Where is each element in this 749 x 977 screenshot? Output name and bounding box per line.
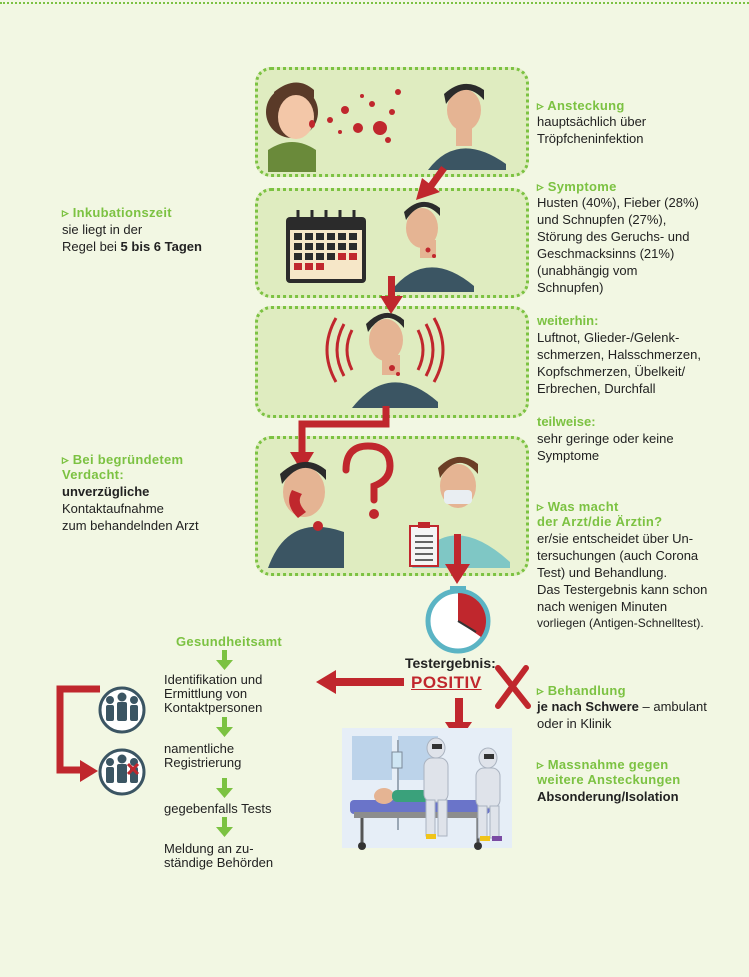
question-mark-icon [342, 442, 394, 519]
treatment-bold: je nach Schwere [537, 699, 639, 714]
step-line: Registrierung [164, 755, 242, 770]
doctor-line: nach wenigen Minuten [537, 599, 668, 614]
cross-icon [495, 665, 531, 709]
incubation-prefix: Regel bei [62, 239, 121, 254]
test-result-label: Testergebnis: [405, 655, 496, 671]
symptoms-line: Husten (40%), Fieber (28%) [537, 195, 699, 210]
incubation-heading: ▹ Inkubationszeit [62, 205, 172, 220]
symptoms-heading: ▹ Symptome [537, 179, 617, 194]
top-dotted-border [0, 2, 749, 4]
isolated-group-icon [98, 748, 146, 796]
step-line: Identifikation und [164, 672, 263, 687]
health-office-step: namentliche Registrierung [164, 742, 241, 770]
doctor-line: tersuchungen (auch Corona [537, 548, 699, 563]
incubation-line-2: Regel bei 5 bis 6 Tagen [62, 238, 202, 255]
further-line: Kopfschmerzen, Übelkeit/ [537, 364, 686, 379]
treatment-rest: – ambulant [638, 699, 707, 714]
doctor-line: vorliegen (Antigen-Schnelltest). [537, 616, 704, 630]
health-office-step: Identifikation und Ermittlung von Kontak… [164, 673, 262, 715]
timer-icon [425, 586, 491, 654]
doctor-line: er/sie entscheidet über Un- [537, 531, 694, 546]
partial-line: Symptome [537, 448, 600, 463]
further-label: weiterhin: [537, 313, 599, 328]
cough-figures-icon [266, 82, 506, 172]
further-line: Erbrechen, Durchfall [537, 381, 656, 396]
treatment-heading: ▹ Behandlung [537, 683, 626, 698]
suspicion-bold: unverzügliche [62, 484, 150, 499]
hospital-scene-icon [342, 728, 512, 850]
symptoms-line: (unabhängig vom [537, 263, 638, 278]
step-line: ständige Behörden [164, 855, 274, 870]
infection-text-2: Tröpfcheninfektion [537, 131, 644, 146]
contact-group-icon [98, 686, 146, 734]
measure-heading-1: ▹ Massnahme gegen [537, 757, 669, 772]
health-office-arrows [216, 650, 233, 837]
doctor-line: Das Testergebnis kann schon [537, 582, 708, 597]
phone-call-icon [268, 461, 344, 568]
health-office-step: Meldung an zu- ständige Behörden [164, 842, 273, 870]
health-office-heading: Gesundheitsamt [176, 634, 283, 649]
symptoms-line: Schnupfen) [537, 280, 604, 295]
incubation-line-1: sie liegt in der [62, 222, 143, 237]
infection-heading: ▹ Ansteckung [537, 98, 625, 113]
partial-line: sehr geringe oder keine [537, 431, 674, 446]
further-line: Luftnot, Glieder-/Gelenk- [537, 330, 680, 345]
further-line: schmerzen, Halsschmerzen, [537, 347, 701, 362]
measure-heading-2: weitere Ansteckungen [537, 772, 681, 787]
doctor-heading-2: der Arzt/die Ärztin? [537, 514, 663, 529]
symptoms-line: und Schnupfen (27%), [537, 212, 667, 227]
symptoms-line: Störung des Geruchs- und [537, 229, 690, 244]
step-line: Kontaktpersonen [164, 700, 263, 715]
step-line: gegebenfalls Tests [164, 801, 272, 816]
clipboard-icon [409, 522, 439, 567]
step-line: namentliche [164, 741, 235, 756]
symptoms-line: Geschmacksinns (21%) [537, 246, 675, 261]
sick-person-icon [325, 312, 445, 408]
measure-bold: Absonderung/Isolation [537, 789, 679, 804]
step-line: Meldung an zu- [164, 841, 254, 856]
incubation-days: 5 bis 6 Tagen [120, 239, 202, 254]
health-office-step: gegebenfalls Tests [164, 802, 271, 816]
treatment-line-2: oder in Klinik [537, 716, 612, 731]
infection-text-1: hauptsächlich über [537, 114, 647, 129]
partial-label: teilweise: [537, 414, 596, 429]
doctor-heading-1: ▹ Was macht [537, 499, 619, 514]
calendar-icon [286, 210, 366, 283]
suspicion-heading-1: ▹ Bei begründetem [62, 452, 184, 467]
suspicion-heading-2: Verdacht: [62, 467, 124, 482]
treatment-line-1: je nach Schwere – ambulant [537, 698, 707, 715]
test-result-value: POSITIV [411, 673, 482, 692]
suspicion-line-2: Kontaktaufnahme [62, 501, 164, 516]
sick-person-icon [390, 201, 474, 292]
step-line: Ermittlung von [164, 686, 248, 701]
doctor-line: Test) und Behandlung. [537, 565, 668, 580]
suspicion-line-3: zum behandelnden Arzt [62, 518, 199, 533]
